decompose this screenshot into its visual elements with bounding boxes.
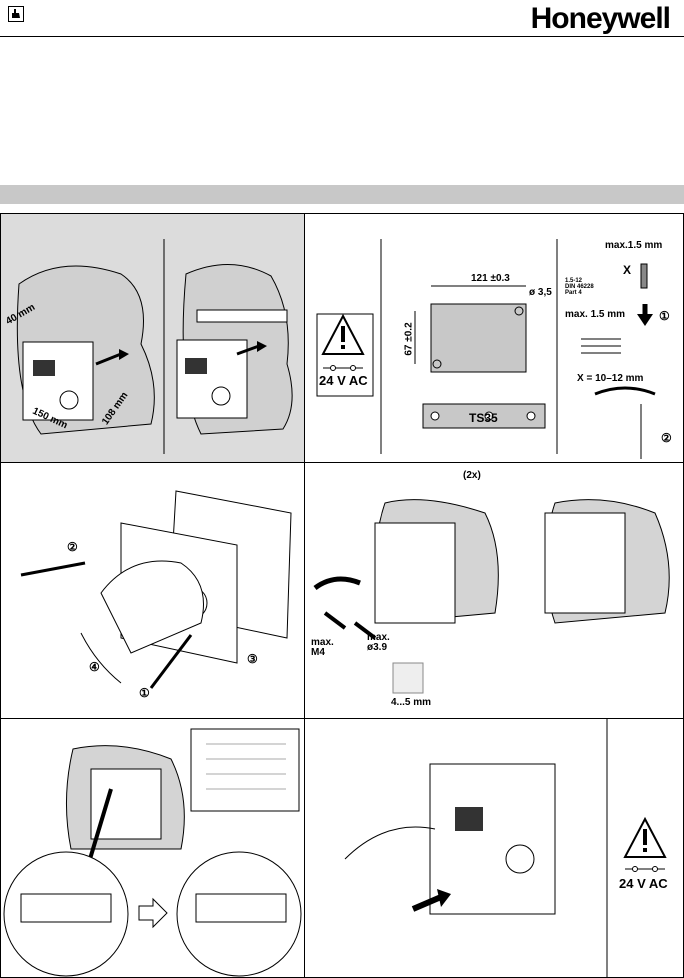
insert-controller-illustration (344, 719, 667, 977)
step-3-marker: ③ (247, 652, 258, 666)
wire-strip-label: X = 10–12 mm (577, 373, 644, 384)
mount-base-illustration (313, 499, 670, 694)
mounting-illustration (16, 239, 293, 454)
step-1-marker: ① (139, 686, 150, 700)
panel-insert-controller: 24 V AC (304, 718, 684, 978)
step-2-marker: ② (67, 540, 78, 554)
dim-vertical-label: 67 ±0.2 (403, 322, 415, 356)
installation-figure-grid: 40 mm 150 mm 108 mm (0, 213, 684, 978)
screw-max-label: max. M4 (311, 637, 334, 658)
step-4-marker: ④ (89, 660, 100, 674)
warning-voltage-label: 24 V AC (319, 373, 368, 388)
step-1-marker: ① (659, 309, 670, 323)
dowel-max-label: max. ø3.9 (367, 632, 390, 653)
panel-mount-base: (2x) max. M4 max. ø3.9 4...5 mm (304, 462, 684, 719)
header-divider (0, 36, 684, 37)
wire-x-label: X (623, 263, 632, 277)
brand-logo: Honeywell (530, 2, 671, 35)
rail-label: TS35 (469, 411, 498, 425)
wiring-illustration (3, 728, 302, 977)
hand-pointing-icon (8, 6, 24, 22)
panel-wiring (0, 718, 305, 978)
warning-voltage-label: 24 V AC (619, 876, 668, 891)
wire-standard-label: 1.5-12 DIN 46228 Part 4 (565, 278, 594, 296)
panel-open-cover: ② ④ ① ③ (0, 462, 305, 719)
wire-max-mid-label: max. 1.5 mm (565, 309, 626, 320)
count-label: (2x) (463, 470, 481, 481)
open-cover-illustration (20, 490, 292, 689)
drilling-wiring-illustration (316, 239, 656, 459)
step-2-marker: ② (661, 431, 672, 445)
panel-mounting-dimensions: 40 mm 150 mm 108 mm (0, 213, 305, 463)
wire-max-top-label: max.1.5 mm (605, 240, 663, 251)
section-bar (0, 185, 684, 204)
drill-range-label: 4...5 mm (391, 697, 432, 708)
panel-drilling-wiring: 24 V AC 121 ±0.3 ø 3,5 67 ±0.2 TS35 max.… (304, 213, 684, 463)
dim-hole-spacing-label: 121 ±0.3 (471, 273, 510, 284)
dim-hole-dia-label: ø 3,5 (529, 287, 552, 298)
